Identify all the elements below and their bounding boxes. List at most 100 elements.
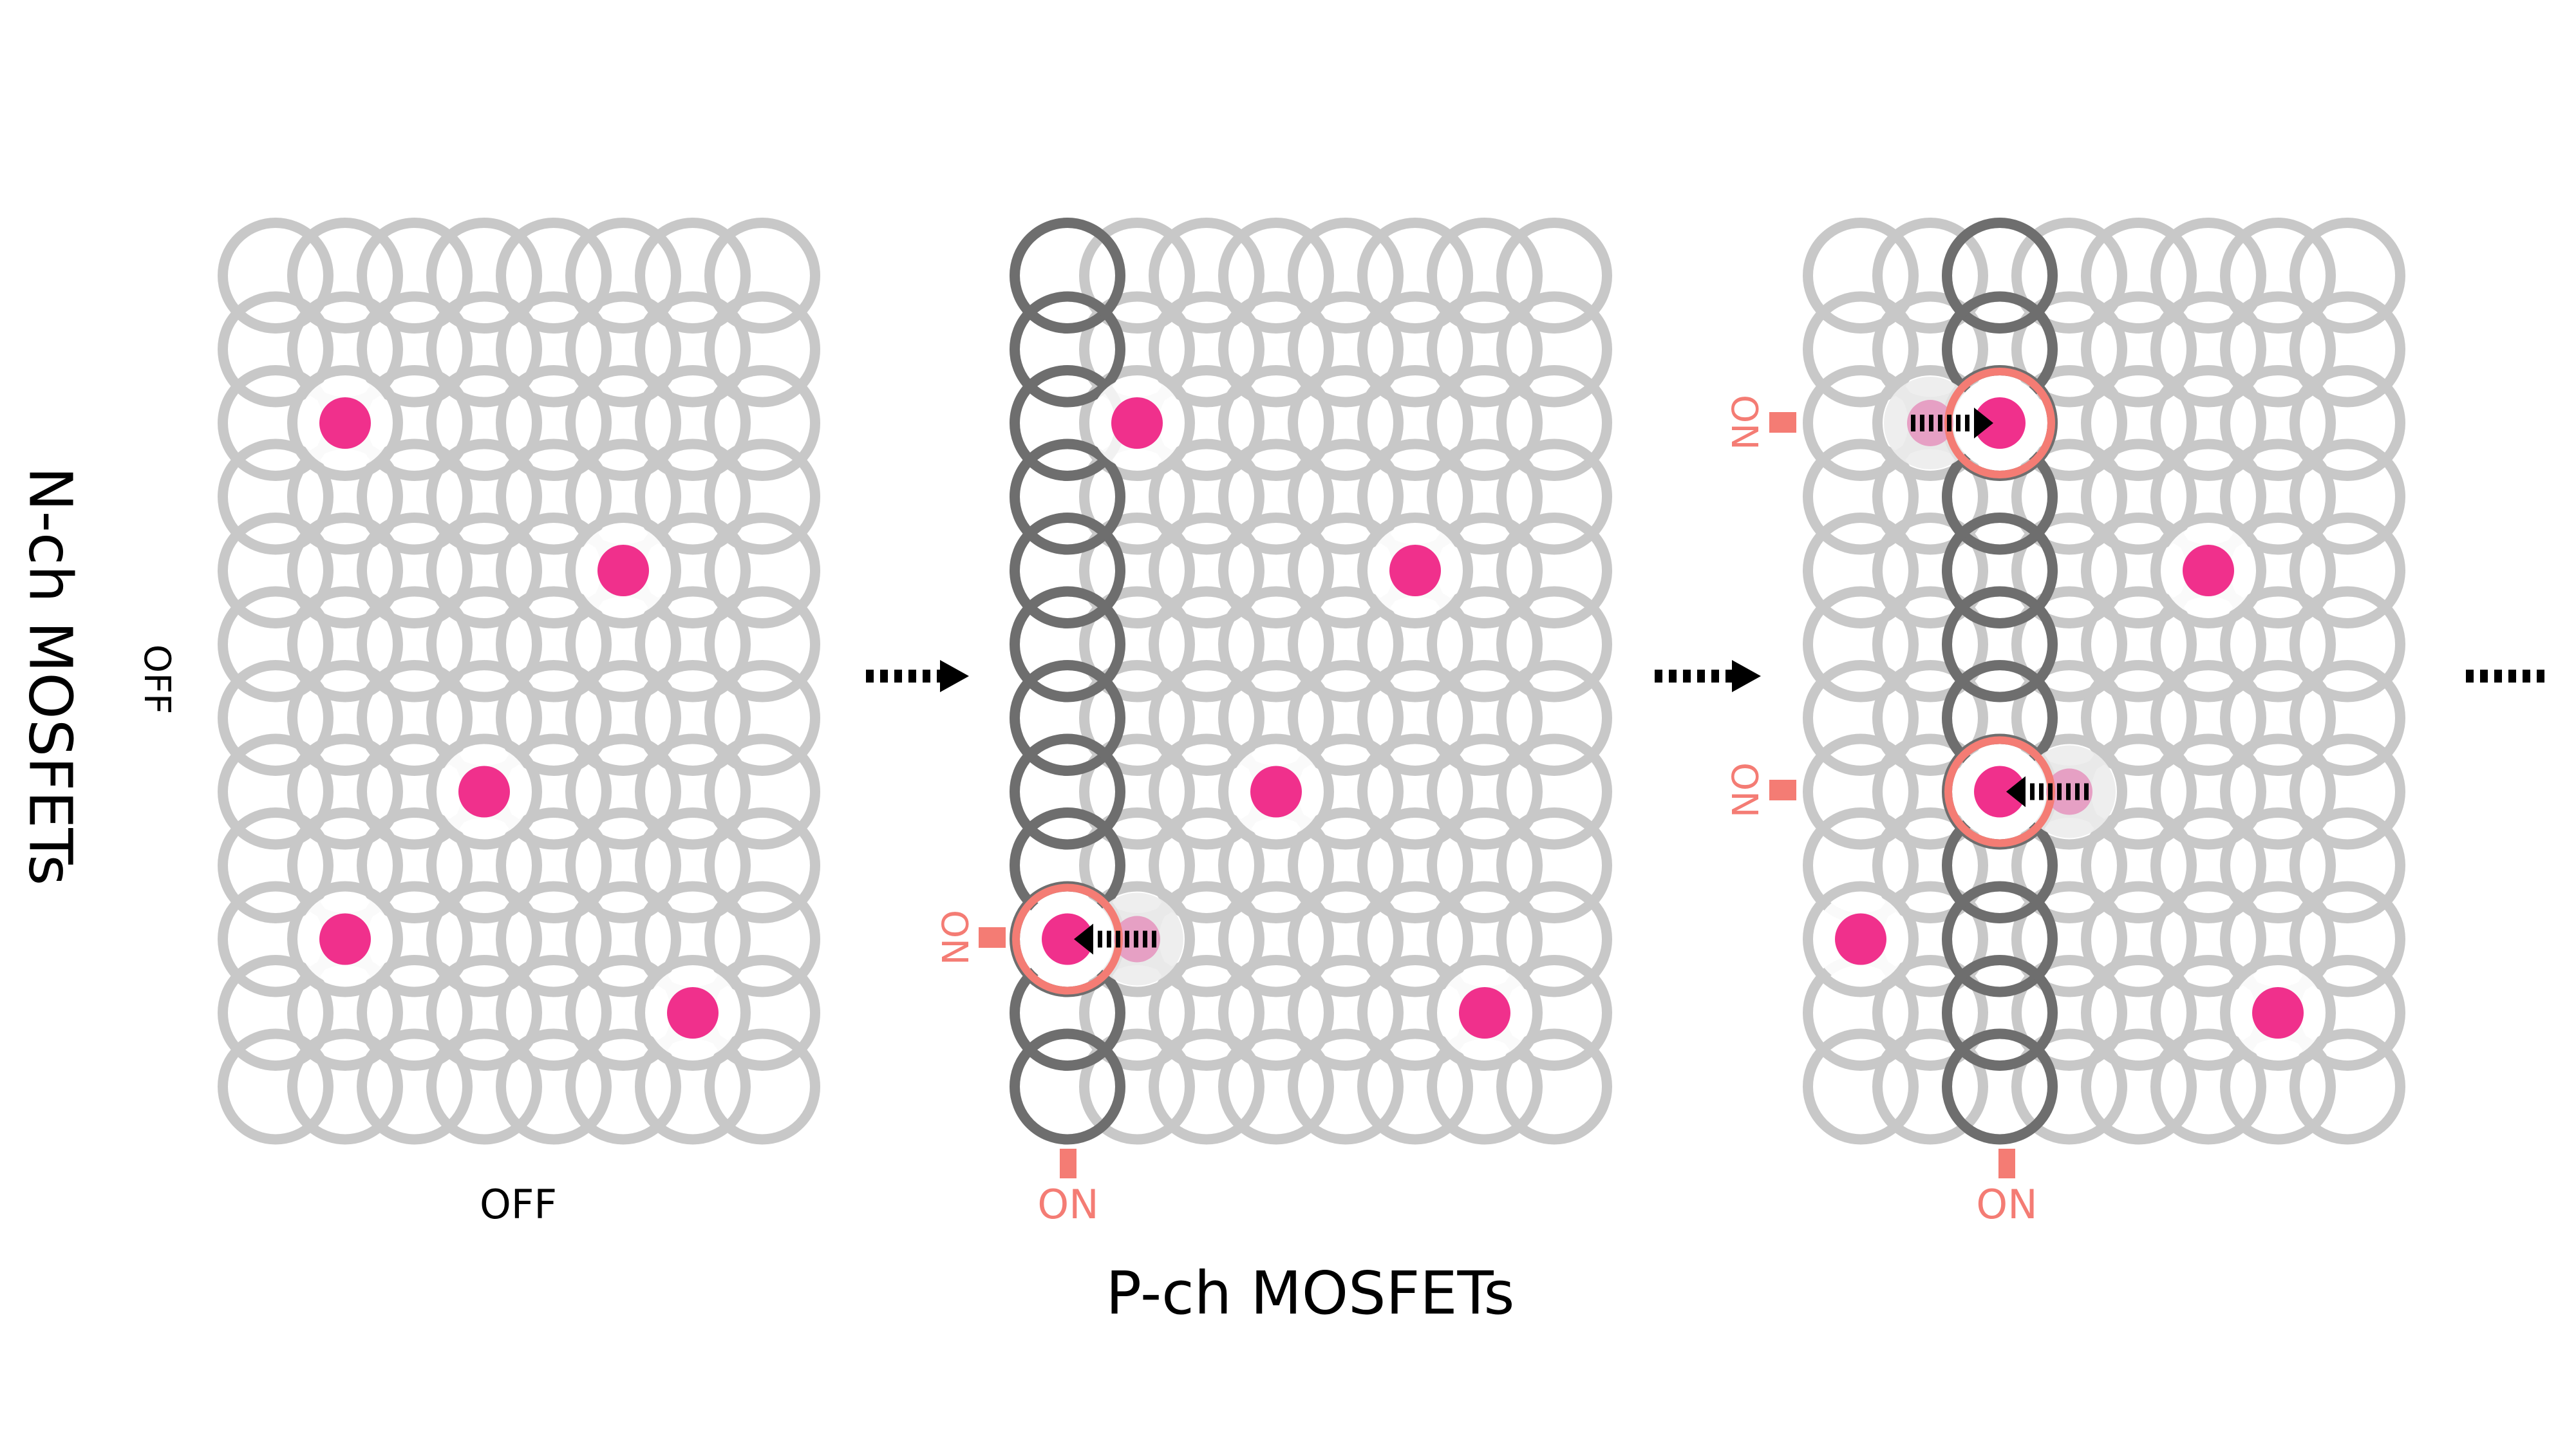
active-column-ring	[1942, 586, 2058, 702]
mosfet-ring	[1357, 881, 1473, 997]
mosfet-ring	[1218, 218, 1334, 334]
mosfet-ring	[2220, 733, 2336, 850]
charge-dot	[1974, 397, 2026, 449]
mosfet-ring	[2220, 586, 2336, 702]
active-column-ring	[1010, 660, 1125, 776]
mosfet-ring	[357, 807, 473, 923]
mosfet-ring	[2150, 291, 2266, 408]
mosfet-ring	[287, 1028, 403, 1145]
mosfet-ring	[357, 291, 473, 408]
mosfet-ring	[1079, 586, 1195, 702]
mosfet-ring	[565, 1028, 681, 1145]
mosfet-ring	[1288, 365, 1404, 481]
mosfet-ring	[635, 291, 751, 408]
mosfet-ring	[287, 733, 403, 850]
mosfet-ring	[426, 218, 542, 334]
pch-axis-title: P-ch MOSFETs	[1106, 1259, 1515, 1328]
mosfet-ring	[2289, 513, 2405, 628]
mosfet-ring	[496, 660, 612, 776]
mosfet-ring	[1427, 807, 1543, 923]
mosfet-ring	[2011, 586, 2127, 702]
mosfet-ring	[1803, 586, 1919, 702]
mosfet-ring	[357, 660, 473, 776]
mosfet-ring	[1872, 807, 1988, 923]
mosfet-ring	[1803, 513, 1919, 628]
mosfet-ring	[1427, 438, 1543, 555]
mosfet-ring	[218, 955, 334, 1071]
charge-dot	[1250, 766, 1302, 818]
pch-on-marker-2	[1060, 1149, 1076, 1178]
mosfet-ring	[1496, 513, 1612, 628]
mosfet-ring	[1288, 660, 1404, 776]
charge-dot	[1974, 766, 2026, 818]
pch-off-label: OFF	[480, 1181, 557, 1228]
mosfet-ring	[2289, 291, 2405, 408]
mosfet-ring	[1872, 1028, 1988, 1145]
mosfet-ring	[1803, 218, 1919, 334]
mosfet-ring	[2289, 218, 2405, 334]
mosfet-ring	[357, 438, 473, 555]
mosfet-ring	[496, 1028, 612, 1145]
mosfet-ring	[704, 513, 820, 628]
mosfet-ring	[2150, 660, 2266, 776]
mosfet-ring	[2289, 365, 2405, 481]
mosfet-ring	[2081, 660, 2197, 776]
mosfet-ring	[635, 660, 751, 776]
mosfet-ring	[1496, 365, 1612, 481]
flow-arrow-1	[866, 660, 969, 692]
mosfet-ring	[1079, 513, 1195, 628]
mosfet-ring	[426, 438, 542, 555]
mosfet-ring	[1496, 881, 1612, 997]
mosfet-ring	[2011, 881, 2127, 997]
mosfet-ring	[704, 365, 820, 481]
mosfet-ring	[2150, 218, 2266, 334]
mosfet-ring	[2289, 881, 2405, 997]
mosfet-ring	[1149, 438, 1264, 555]
charge-dot	[319, 397, 371, 449]
mosfet-ring	[2081, 438, 2197, 555]
mosfet-ring	[1803, 438, 1919, 555]
mosfet-ring	[1357, 365, 1473, 481]
mosfet-ring	[1357, 1028, 1473, 1145]
nch-axis-title: N-ch MOSFETs	[16, 467, 85, 885]
mosfet-ring	[2220, 291, 2336, 408]
mosfet-ring	[2081, 881, 2197, 997]
mosfet-ring	[218, 291, 334, 408]
mosfet-ring	[2150, 881, 2266, 997]
mosfet-ring	[218, 733, 334, 850]
mosfet-ring	[1496, 218, 1612, 334]
mosfet-ring	[704, 438, 820, 555]
mosfet-ring	[496, 291, 612, 408]
mosfet-ring	[1079, 218, 1195, 334]
nch-on-marker-3b	[1769, 780, 1796, 800]
active-column-ring	[1010, 291, 1125, 408]
mosfet-ring	[2011, 438, 2127, 555]
mosfet-ring	[565, 660, 681, 776]
charge-dot	[1459, 987, 1510, 1039]
mosfet-ring	[2011, 1028, 2127, 1145]
mosfet-ring	[1149, 586, 1264, 702]
mosfet-ring	[287, 881, 403, 997]
mosfet-panel-1	[218, 218, 820, 1145]
mosfet-ring	[1803, 660, 1919, 776]
mosfet-ring	[565, 807, 681, 923]
mosfet-ring	[2289, 733, 2405, 850]
mosfet-ring	[1427, 955, 1543, 1071]
mosfet-ring	[2150, 513, 2266, 628]
charge-dot	[1389, 545, 1441, 596]
mosfet-panel-2	[1010, 218, 1612, 1145]
mosfet-ring	[1079, 1028, 1195, 1145]
mosfet-ring	[357, 586, 473, 702]
mosfet-ring	[218, 660, 334, 776]
mosfet-ring	[704, 881, 820, 997]
mosfet-ring	[2081, 291, 2197, 408]
mosfet-ring	[1149, 513, 1264, 628]
charge-dot	[1111, 397, 1163, 449]
nch-on-label-3a: ON	[1723, 395, 1765, 450]
active-column-ring	[1010, 586, 1125, 702]
mosfet-ring	[1357, 291, 1473, 408]
mosfet-ring	[1079, 660, 1195, 776]
mosfet-ring	[1357, 513, 1473, 628]
pch-on-label-2: ON	[1037, 1181, 1098, 1228]
mosfet-ring	[2081, 1028, 2197, 1145]
